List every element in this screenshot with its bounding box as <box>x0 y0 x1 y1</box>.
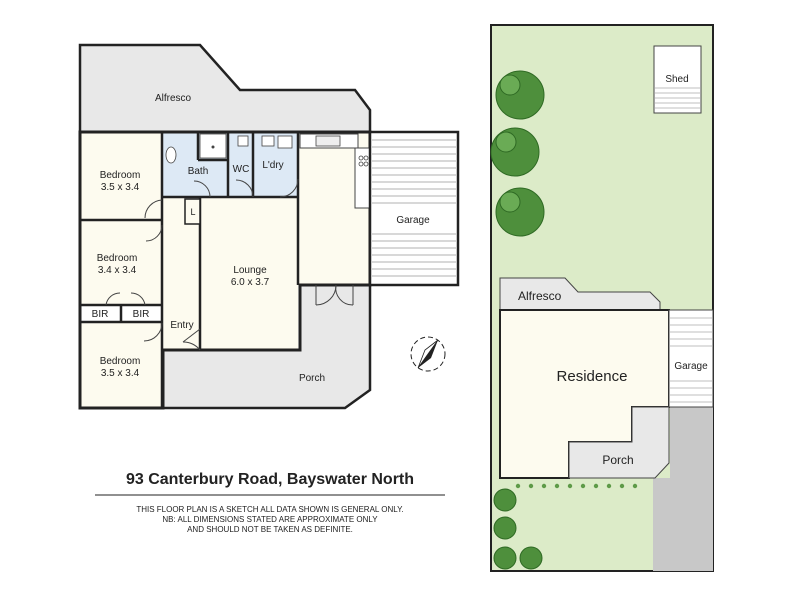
laundry-label: L'dry <box>262 160 283 171</box>
property-address: 93 Canterbury Road, Bayswater North <box>126 471 414 488</box>
entry-label: Entry <box>170 320 193 331</box>
site-alfresco-label: Alfresco <box>518 289 562 303</box>
bedroom-1-size: 3.5 x 3.4 <box>101 182 140 193</box>
door-swings <box>105 178 354 351</box>
lounge-room <box>200 197 298 349</box>
residence-label: Residence <box>557 368 628 385</box>
bath-fixtures <box>165 133 293 164</box>
bedroom-2-room <box>80 220 162 305</box>
lounge-name: Lounge <box>233 265 267 276</box>
disclaimer-line-2: NB: ALL DIMENSIONS STATED ARE APPROXIMAT… <box>162 515 378 524</box>
site-porch <box>568 406 670 479</box>
alfresco-label: Alfresco <box>155 93 192 104</box>
wc-label: WC <box>233 164 250 175</box>
site-plan: Shed Alfresco Residence <box>490 24 714 572</box>
disclaimer-line-3: AND SHOULD NOT BE TAKEN AS DEFINITE. <box>187 525 353 534</box>
driveway <box>653 407 713 571</box>
bedroom-3-room <box>80 322 162 408</box>
alfresco-area <box>78 43 372 134</box>
garage-label: Garage <box>396 215 430 226</box>
shed-label: Shed <box>665 74 688 85</box>
site-garage-label: Garage <box>674 361 708 372</box>
linen-cupboard <box>184 198 201 225</box>
bedroom-3-name: Bedroom <box>100 356 141 367</box>
tree-icons <box>490 70 545 570</box>
shed-hatch <box>655 87 700 109</box>
lounge-size: 6.0 x 3.7 <box>231 277 270 288</box>
porch-label: Porch <box>299 373 325 384</box>
bir-2-label: BIR <box>133 309 150 320</box>
site-porch-label: Porch <box>602 453 633 467</box>
bath-label: Bath <box>188 166 209 177</box>
floor-plan: Alfresco Porch <box>78 43 460 534</box>
site-garage-hatch <box>670 317 712 403</box>
disclaimer-line-1: THIS FLOOR PLAN IS A SKETCH ALL DATA SHO… <box>136 505 403 514</box>
interior-walls <box>80 132 300 408</box>
bedroom-2-size: 3.4 x 3.4 <box>98 265 137 276</box>
bedroom-1-room <box>80 132 162 220</box>
bedroom-2-name: Bedroom <box>97 253 138 264</box>
site-garage <box>668 309 714 408</box>
compass-icon <box>410 336 446 372</box>
bir-1-label: BIR <box>92 309 109 320</box>
linen-label: L <box>190 207 195 217</box>
hedge-dots <box>515 483 638 489</box>
bedroom-1-name: Bedroom <box>100 170 141 181</box>
shed <box>653 45 702 114</box>
garage-area <box>368 130 460 287</box>
bedroom-3-size: 3.5 x 3.4 <box>101 368 140 379</box>
kitchen-benches <box>299 133 371 209</box>
